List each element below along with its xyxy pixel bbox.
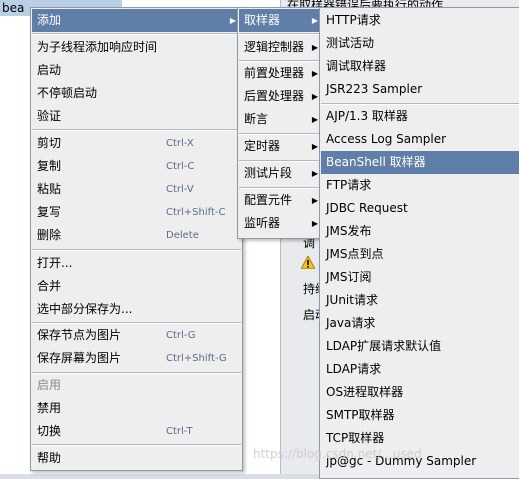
menu-item-tcp-sampler[interactable]: TCP取样器 [326, 431, 385, 445]
submenu-arrow-icon: ▶ [311, 16, 318, 25]
submenu-arrow-icon: ▶ [311, 43, 318, 52]
submenu-arrow-icon: ▶ [311, 115, 318, 124]
submenu-arrow-icon: ▶ [311, 69, 318, 78]
submenu-arrow-icon: ▶ [311, 196, 318, 205]
submenu-arrow-icon: ▶ [311, 142, 318, 151]
menu-item-add[interactable]: 添加▶ [32, 9, 241, 32]
menu-item-http-request[interactable]: HTTP请求 [326, 13, 381, 27]
menu-item-access-log-sampler[interactable]: Access Log Sampler [326, 132, 447, 146]
menu-item-enable: 启用 [37, 378, 62, 392]
sampler-submenu: HTTP请求 测试活动 调试取样器 JSR223 Sampler AJP/1.3… [319, 7, 519, 479]
submenu-arrow-icon: ▶ [311, 169, 318, 178]
add-submenu: 取样器▶ 逻辑控制器▶ 前置处理器▶ 后置处理器▶ 断言▶ 定时器▶ 测试片段▶… [237, 7, 325, 239]
menu-item-post-processors[interactable]: 后置处理器▶ [239, 85, 323, 108]
menu-item-ajp-sampler[interactable]: AJP/1.3 取样器 [326, 109, 408, 123]
panel-label: 调 [303, 236, 316, 250]
submenu-arrow-icon: ▶ [229, 16, 236, 25]
menu-item-merge[interactable]: 合并 [37, 279, 62, 293]
menu-item-config-element[interactable]: 配置元件▶ [239, 189, 323, 212]
menu-item-ldap-extended-request[interactable]: LDAP扩展请求默认值 [326, 339, 442, 353]
menu-item-disable[interactable]: 禁用 [37, 401, 62, 415]
submenu-arrow-icon: ▶ [311, 92, 318, 101]
menu-item-timer[interactable]: 定时器▶ [239, 135, 323, 158]
submenu-arrow-icon: ▶ [311, 219, 318, 228]
menu-item-java-request[interactable]: Java请求 [326, 316, 376, 330]
watermark: https://blog.csdn.net/...used [253, 447, 422, 461]
menu-item-ldap-request[interactable]: LDAP请求 [326, 362, 382, 376]
menu-item-jms-publisher[interactable]: JMS发布 [326, 224, 372, 238]
menu-item-jms-point-to-point[interactable]: JMS点到点 [326, 247, 384, 261]
menu-item-smtp-sampler[interactable]: SMTP取样器 [326, 408, 395, 422]
menu-item-sampler[interactable]: 取样器▶ [239, 9, 323, 32]
menu-item-pre-processors[interactable]: 前置处理器▶ [239, 62, 323, 85]
menu-item-debug-sampler[interactable]: 调试取样器 [326, 59, 387, 73]
menu-item-beanshell-sampler[interactable]: BeanShell 取样器 [321, 151, 519, 174]
menu-item-logic-controller[interactable]: 逻辑控制器▶ [239, 36, 323, 59]
menu-item-assertions[interactable]: 断言▶ [239, 108, 323, 131]
menu-item-test-fragment[interactable]: 测试片段▶ [239, 162, 323, 185]
menu-item-jsr223-sampler[interactable]: JSR223 Sampler [326, 82, 423, 96]
menu-item-jdbc-request[interactable]: JDBC Request [326, 201, 408, 215]
menu-item-junit-request[interactable]: JUnit请求 [326, 293, 378, 307]
menu-item-save-selection-as[interactable]: 选中部分保存为... [37, 302, 133, 316]
menu-item-open[interactable]: 打开... [37, 256, 73, 270]
menu-item-start-no-pauses[interactable]: 不停顿启动 [37, 86, 98, 100]
menu-item-test-action[interactable]: 测试活动 [326, 36, 375, 50]
warning-icon [301, 256, 315, 269]
menu-item-help[interactable]: 帮助 [37, 451, 62, 465]
menu-item-start[interactable]: 启动 [37, 63, 62, 77]
menu-item-listener[interactable]: 监听器▶ [239, 212, 323, 235]
menu-item-os-process-sampler[interactable]: OS进程取样器 [326, 385, 404, 399]
menu-item-add-think-times[interactable]: 为子线程添加响应时间 [37, 40, 158, 54]
menu-item-ftp-request[interactable]: FTP请求 [326, 178, 372, 192]
menu-item-dummy-sampler[interactable]: jp@gc - Dummy Sampler [326, 454, 477, 468]
menu-item-validate[interactable]: 验证 [37, 109, 62, 123]
menu-item-jms-subscriber[interactable]: JMS订阅 [326, 270, 372, 284]
